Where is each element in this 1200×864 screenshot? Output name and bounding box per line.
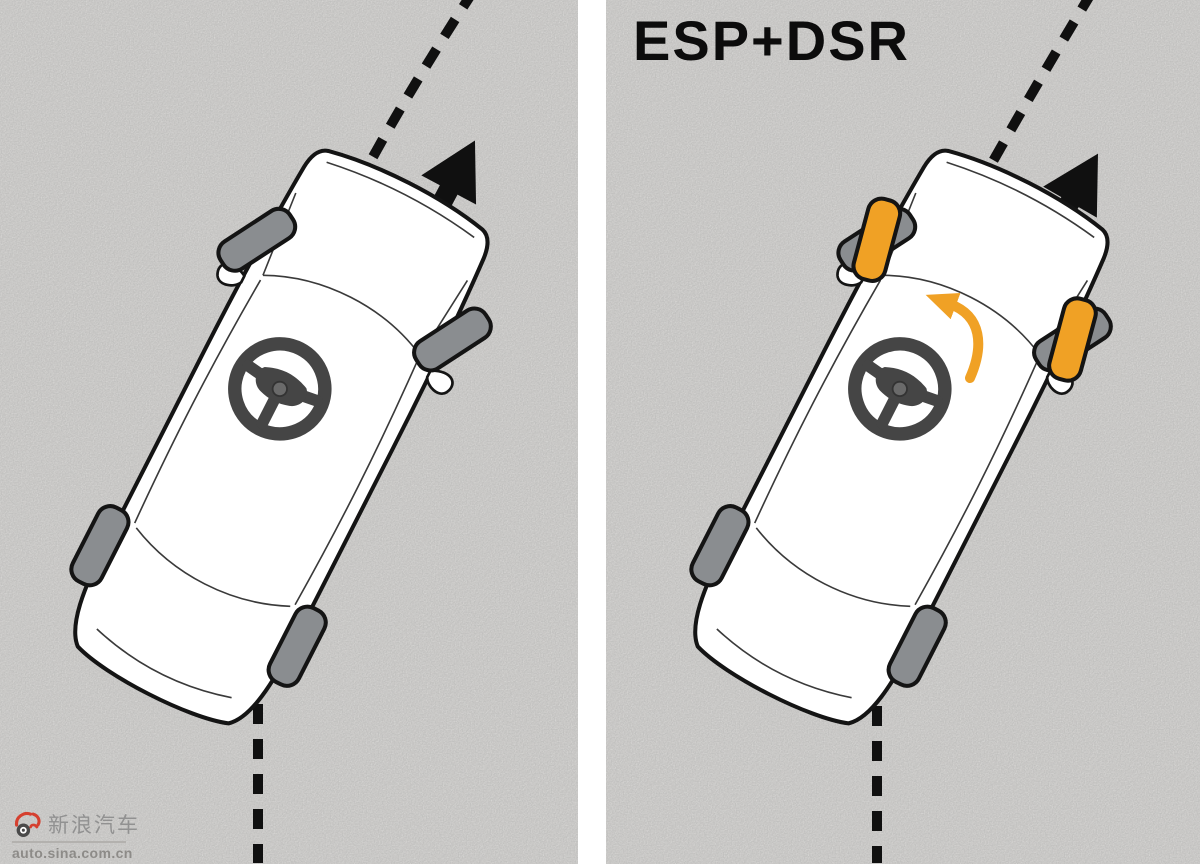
watermark-brand: 新浪汽车 bbox=[48, 814, 140, 837]
watermark-divider bbox=[12, 841, 126, 843]
panel-without-esp bbox=[0, 0, 578, 864]
orange-counterclockwise-arrow-icon bbox=[925, 293, 984, 383]
panel-with-esp-dsr bbox=[606, 0, 1200, 864]
page-title: ESP+DSR bbox=[633, 9, 910, 72]
watermark-url: auto.sina.com.cn bbox=[12, 845, 133, 861]
scene-without-esp bbox=[0, 0, 578, 864]
watermark: 新浪汽车 auto.sina.com.cn bbox=[12, 809, 142, 861]
dashed-curve-path bbox=[349, 0, 474, 195]
sina-flame-eye-icon bbox=[15, 811, 41, 837]
scene-with-esp-dsr bbox=[606, 0, 1200, 864]
